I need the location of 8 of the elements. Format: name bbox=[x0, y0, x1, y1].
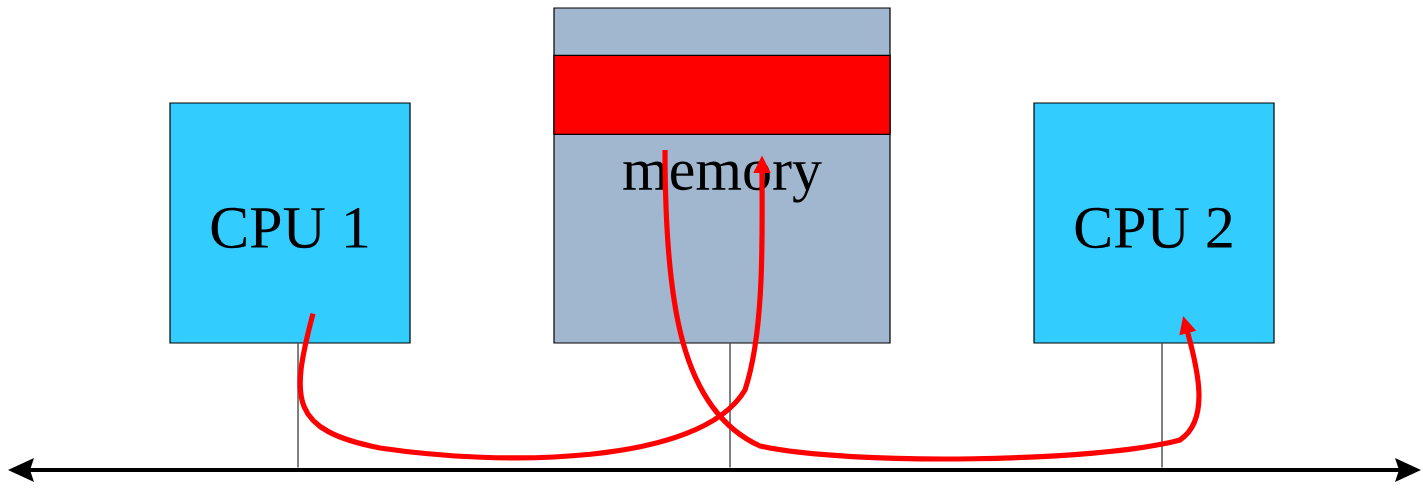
connector-line bbox=[297, 343, 299, 469]
connector-line bbox=[1161, 343, 1163, 469]
bus-line bbox=[8, 458, 1421, 482]
connector-line bbox=[729, 343, 731, 469]
cpu-box: CPU 2 bbox=[1033, 102, 1275, 344]
cpu-box: CPU 1 bbox=[169, 102, 411, 344]
cache-line-bar bbox=[553, 54, 891, 135]
arrow bbox=[662, 149, 1202, 462]
